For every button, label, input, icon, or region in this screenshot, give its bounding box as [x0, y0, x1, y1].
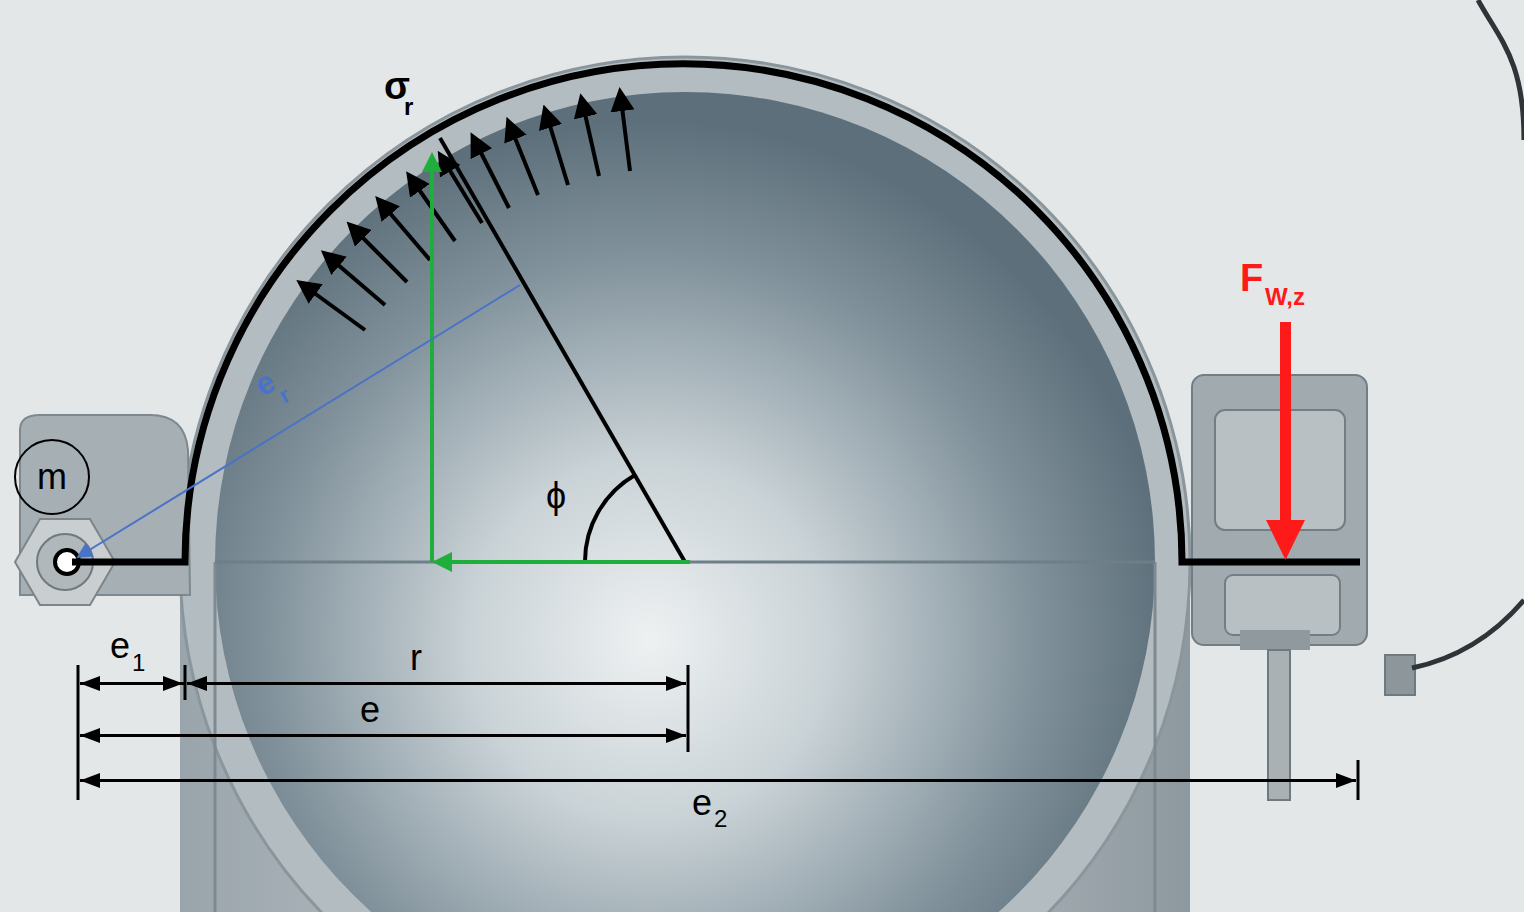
callout-circle: m [14, 439, 90, 515]
subscript-label: 1 [132, 650, 145, 676]
force-symbol: F [1240, 258, 1263, 300]
callout-letter: m [37, 457, 67, 497]
dimension-label: e [692, 783, 712, 823]
dimension-label: e [110, 626, 130, 666]
subscript-label: r [404, 94, 413, 120]
subscript-label: 2 [714, 806, 727, 832]
dimension-label: r [410, 638, 422, 678]
dimension-label: e [360, 690, 380, 730]
angle-symbol: ϕ [546, 476, 566, 516]
subscript-label: W,z [1265, 284, 1305, 310]
